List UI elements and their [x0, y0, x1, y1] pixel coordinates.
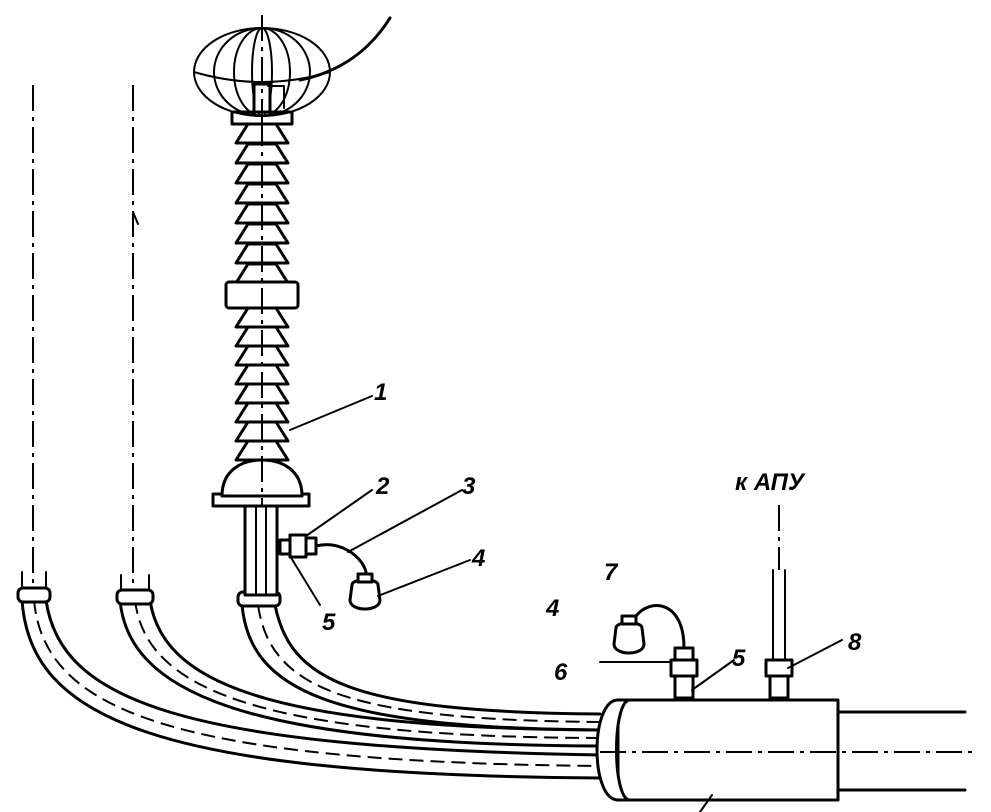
label-to-apu: к АПУ [735, 469, 806, 496]
right-valve-assembly [612, 604, 699, 700]
label-6: 6 [554, 659, 568, 686]
label-4-right: 4 [545, 595, 559, 622]
label-5-top: 5 [322, 609, 336, 636]
curved-cable-bundle [20, 598, 602, 780]
porcelain-insulator [220, 110, 304, 505]
top-valve-assembly [278, 533, 382, 611]
label-8: 8 [848, 629, 862, 656]
grading-ring [193, 15, 392, 120]
left-vertical-conductors [32, 85, 139, 590]
apu-pipe-assembly [764, 505, 794, 700]
label-4-top: 4 [471, 545, 485, 572]
leader-lines [289, 395, 843, 691]
horizontal-tank [595, 698, 975, 812]
clamp-rings [16, 571, 282, 608]
label-2: 2 [375, 473, 390, 500]
callout-labels: 1 2 3 4 5 4 7 6 5 8 к АПУ [322, 379, 862, 686]
label-3: 3 [462, 473, 476, 500]
label-1: 1 [374, 379, 387, 406]
label-7: 7 [604, 559, 619, 586]
label-5-right: 5 [732, 645, 746, 672]
